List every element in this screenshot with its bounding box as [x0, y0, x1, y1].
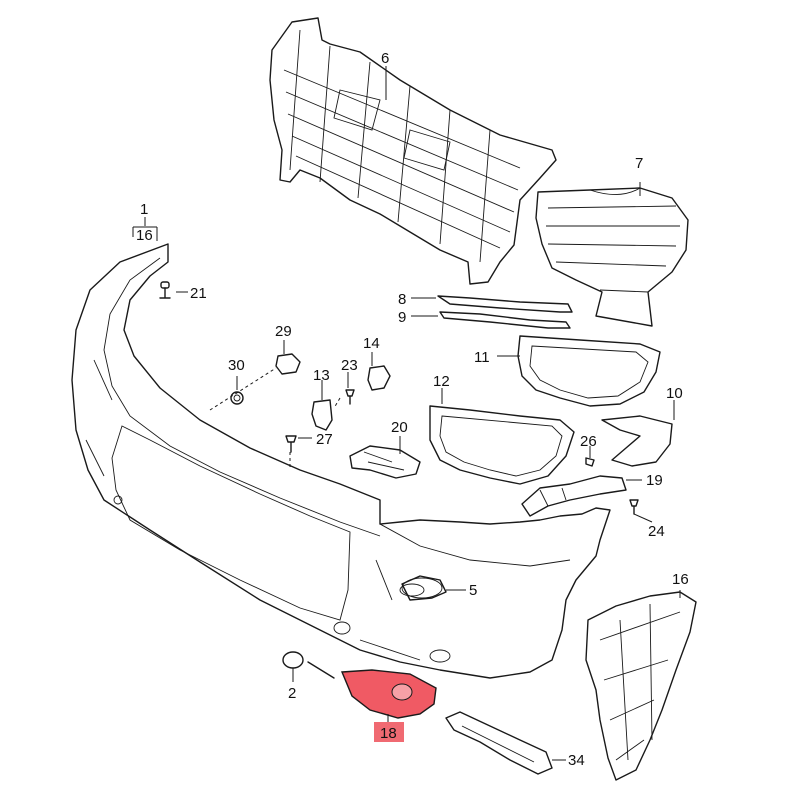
label-10: 10: [666, 385, 683, 402]
part-5-tow-cover: [401, 575, 447, 601]
part-34-lower-trim: [445, 711, 553, 775]
part-27-clip: [285, 435, 297, 453]
label-14: 14: [363, 335, 380, 352]
label-21: 21: [190, 285, 207, 302]
part-19-bracket: [521, 475, 627, 517]
part-2-tow-eye-cap: [282, 651, 335, 679]
label-19: 19: [646, 472, 663, 489]
label-18: 18: [380, 725, 397, 742]
label-34: 34: [568, 752, 585, 769]
label-9: 9: [398, 309, 406, 326]
label-16-top: 16: [136, 227, 153, 244]
part-13-bracket: [311, 399, 333, 431]
label-29: 29: [275, 323, 292, 340]
label-30: 30: [228, 357, 245, 374]
part-29-clip: [275, 353, 301, 375]
part-12-fog-frame-lower: [429, 405, 575, 485]
label-11: 11: [474, 349, 490, 366]
leader-lines: [132, 66, 681, 761]
part-1-bumper-cover: [71, 243, 611, 679]
part-10-side-trim: [601, 415, 673, 467]
label-13: 13: [313, 367, 330, 384]
label-16-side: 16: [672, 571, 689, 588]
label-18-highlight-bg: [374, 722, 404, 742]
part-8-9-trim-strips: [437, 295, 573, 329]
label-7: 7: [635, 155, 643, 172]
label-26: 26: [580, 433, 597, 450]
label-12: 12: [433, 373, 450, 390]
part-30-grommet: [230, 391, 244, 405]
part-6-upper-grille: [269, 17, 557, 285]
part-26-clip: [585, 457, 595, 467]
part-7-side-grille: [535, 187, 689, 327]
part-21-screw: [159, 281, 171, 299]
part-23-screw: [345, 389, 355, 405]
callout-labels: 1 16 21 6 7 8 9 11 29 14 23 30 13 12 10 …: [136, 50, 689, 769]
label-2: 2: [288, 685, 296, 702]
label-8: 8: [398, 291, 406, 308]
label-20: 20: [391, 419, 408, 436]
label-23: 23: [341, 357, 358, 374]
label-5: 5: [469, 582, 477, 599]
label-27: 27: [316, 431, 333, 448]
part-18-fog-cover-highlighted: [340, 669, 437, 719]
part-14-sensor: [367, 365, 391, 391]
label-24: 24: [648, 523, 665, 540]
label-6: 6: [381, 50, 389, 67]
label-1: 1: [140, 201, 148, 218]
part-16-side-bracket: [585, 591, 697, 781]
part-11-fog-frame-upper: [517, 335, 661, 407]
part-20-bracket: [349, 445, 421, 479]
part-24-screw: [629, 499, 639, 515]
part-18-fill: [340, 669, 437, 719]
